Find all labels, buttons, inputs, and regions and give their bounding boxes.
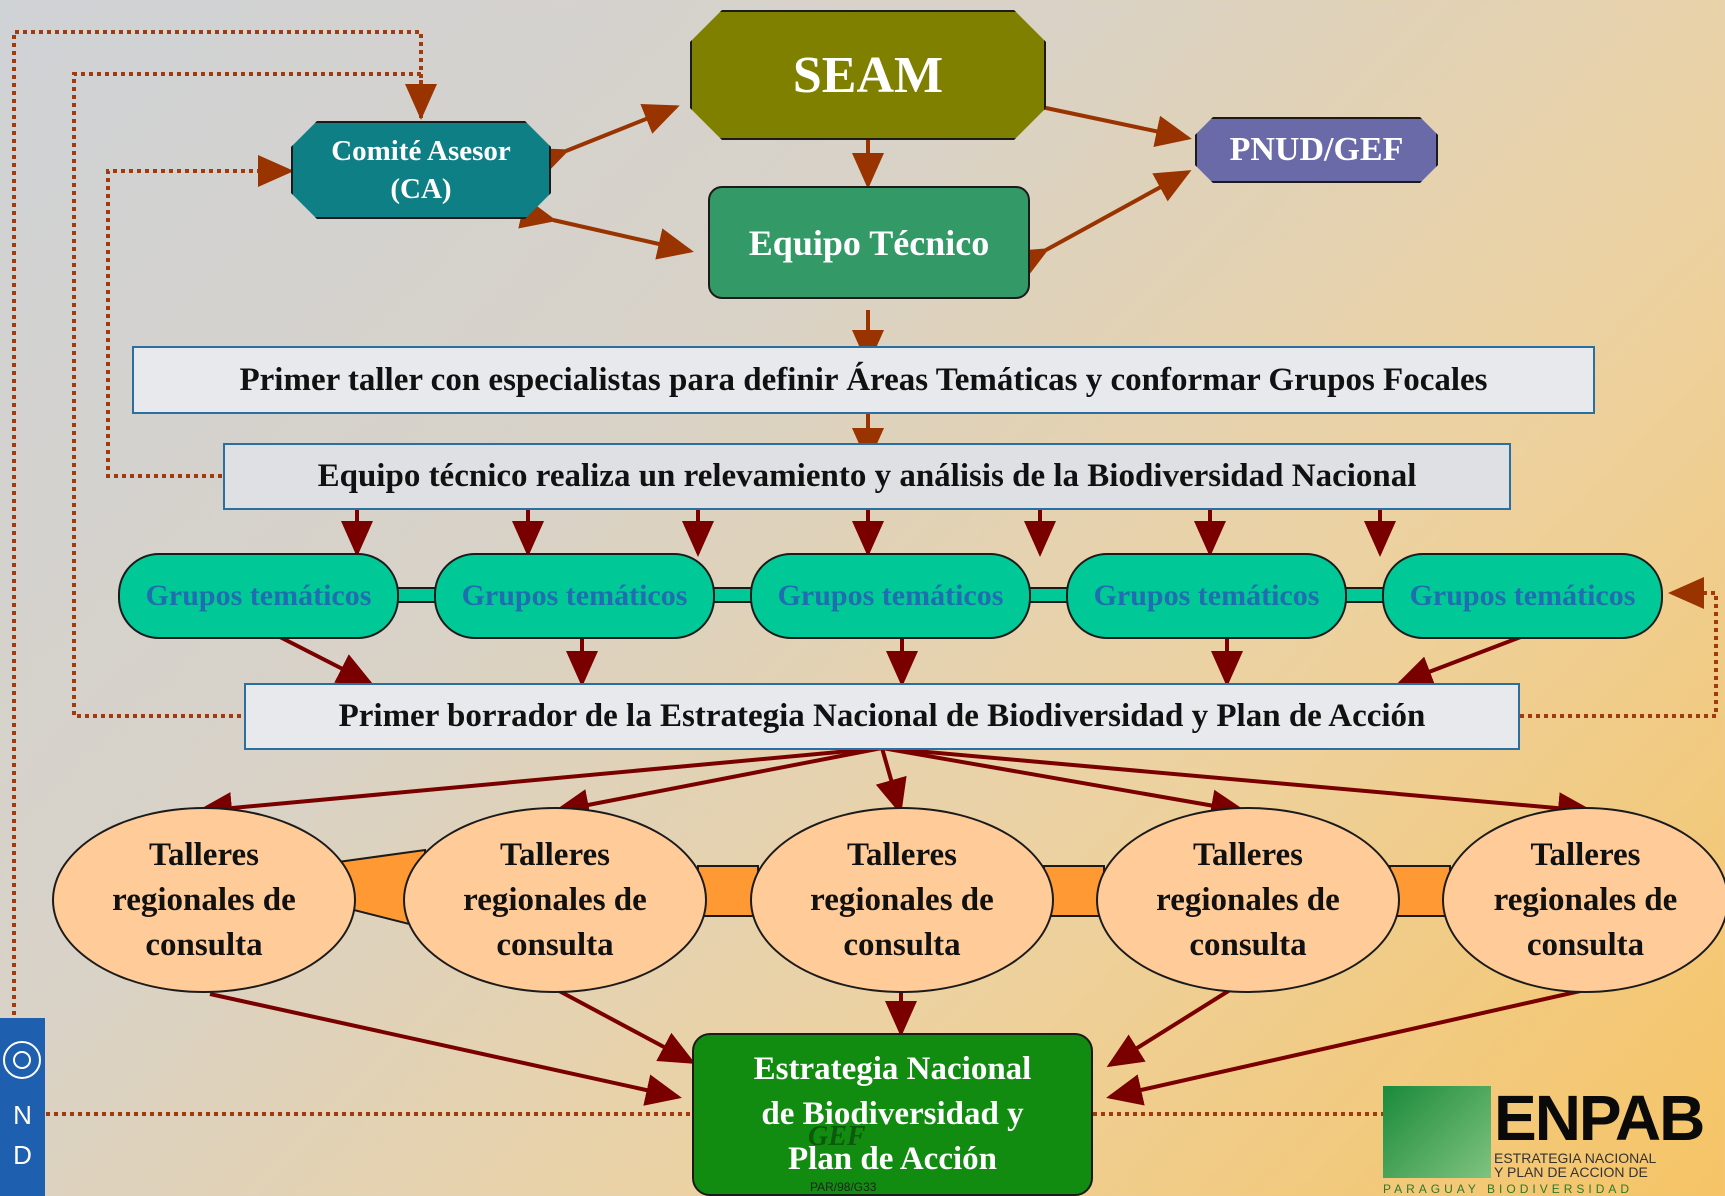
grupo-tematico-4: Grupos temáticos bbox=[1066, 553, 1347, 639]
estrategia-line-3: Plan de Acción bbox=[787, 1141, 997, 1177]
undp-logo: N D bbox=[0, 1018, 45, 1196]
enpab-subtitle-3: PARAGUAY BIODIVERSIDAD bbox=[1383, 1182, 1634, 1196]
grupo-tematico-2: Grupos temáticos bbox=[434, 553, 715, 639]
taller-regional-4: Talleres regionales de consulta bbox=[1096, 807, 1400, 993]
un-emblem-icon bbox=[3, 1041, 41, 1079]
estrategia-nacional-node: Estrategia Nacional de Biodiversidad y Pla… bbox=[692, 1033, 1093, 1196]
primer-borrador-label: Primer borrador de la Estrategia Naciona… bbox=[338, 698, 1426, 734]
taller-5-line-2: regionales de bbox=[1493, 881, 1678, 918]
taller-3-line-3: consulta bbox=[843, 926, 961, 963]
grupo-tematico-5: Grupos temáticos bbox=[1382, 553, 1663, 639]
taller-3-line-2: regionales de bbox=[810, 881, 994, 918]
enpab-subtitle-1: ESTRATEGIA NACIONAL bbox=[1494, 1150, 1657, 1166]
grupo-tematico-3: Grupos temáticos bbox=[750, 553, 1031, 639]
taller-1-line-1: Talleres bbox=[148, 836, 259, 873]
taller-1-line-2: regionales de bbox=[112, 881, 296, 918]
taller-2-line-2: regionales de bbox=[463, 881, 647, 918]
primer-taller-bar: Primer taller con especialistas para def… bbox=[132, 346, 1595, 414]
enpab-subtitle-2: Y PLAN DE ACCION DE bbox=[1494, 1164, 1648, 1180]
relevamiento-label: Equipo técnico realiza un relevamiento y… bbox=[317, 458, 1417, 494]
pnud-gef-node: PNUD/GEF bbox=[1195, 117, 1438, 183]
taller-regional-1: Talleres regionales de consulta bbox=[52, 807, 356, 993]
seam-label: SEAM bbox=[792, 46, 944, 104]
taller-5-line-3: consulta bbox=[1526, 926, 1645, 963]
grupo-tematico-1: Grupos temáticos bbox=[118, 553, 399, 639]
gef-logo-sub: PAR/98/G33 bbox=[810, 1180, 877, 1194]
undp-letter-n: N bbox=[13, 1100, 32, 1130]
taller-5-line-1: Talleres bbox=[1530, 836, 1641, 873]
taller-4-line-3: consulta bbox=[1189, 926, 1307, 963]
comite-asesor-node: Comité Asesor (CA) bbox=[291, 121, 551, 219]
taller-2-line-3: consulta bbox=[496, 926, 614, 963]
primer-borrador-bar: Primer borrador de la Estrategia Naciona… bbox=[244, 683, 1520, 750]
comite-label-2: (CA) bbox=[390, 173, 452, 205]
equipo-tecnico-node: Equipo Técnico bbox=[708, 186, 1030, 299]
relevamiento-bar: Equipo técnico realiza un relevamiento y… bbox=[223, 443, 1511, 510]
taller-4-line-2: regionales de bbox=[1156, 881, 1340, 918]
leaf-icon bbox=[1383, 1086, 1491, 1178]
taller-regional-3: Talleres regionales de consulta bbox=[750, 807, 1054, 993]
seam-node: SEAM bbox=[690, 10, 1046, 140]
taller-regional-2: Talleres regionales de consulta bbox=[403, 807, 707, 993]
estrategia-line-2: de Biodiversidad y bbox=[761, 1096, 1024, 1132]
gef-logo: GEF bbox=[808, 1121, 866, 1152]
enpab-wordmark: ENPAB bbox=[1494, 1082, 1705, 1154]
comite-label-1: Comité Asesor bbox=[331, 135, 511, 167]
taller-1-line-3: consulta bbox=[145, 926, 263, 963]
equipo-label: Equipo Técnico bbox=[748, 222, 990, 263]
taller-2-line-1: Talleres bbox=[499, 836, 610, 873]
taller-regional-5: Talleres regionales de consulta bbox=[1442, 807, 1725, 993]
primer-taller-label: Primer taller con especialistas para def… bbox=[239, 361, 1488, 398]
enpab-logo: ENPAB ESTRATEGIA NACIONAL Y PLAN DE ACCI… bbox=[1383, 1086, 1725, 1196]
taller-4-line-1: Talleres bbox=[1192, 836, 1303, 873]
taller-3-line-1: Talleres bbox=[846, 836, 957, 873]
pnud-label: PNUD/GEF bbox=[1229, 131, 1404, 168]
estrategia-line-1: Estrategia Nacional bbox=[753, 1051, 1032, 1087]
undp-letter-d: D bbox=[13, 1140, 32, 1170]
